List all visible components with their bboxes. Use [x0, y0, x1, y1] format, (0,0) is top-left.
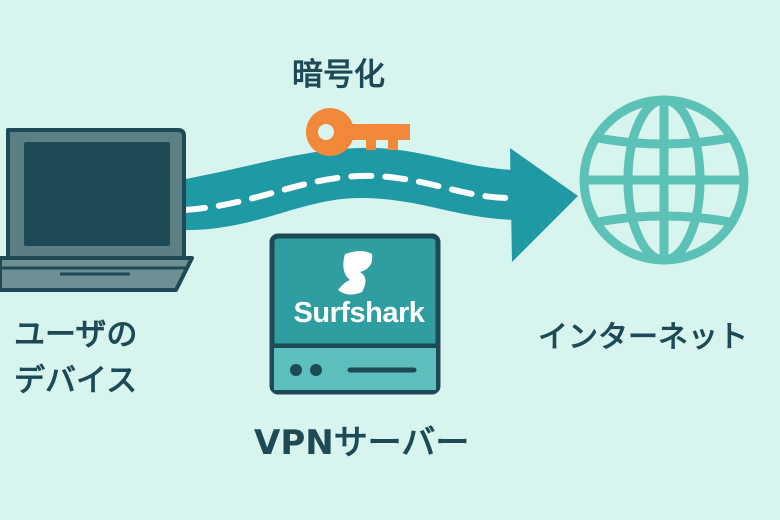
server-led [290, 364, 302, 376]
surfshark-brand-text: Surfshark [293, 297, 425, 329]
internet-label: インターネット [538, 320, 748, 355]
tunnel-arrowhead [510, 148, 578, 262]
encryption-label: 暗号化 [292, 57, 385, 93]
vpn-server-label: VPNサーバー [254, 423, 470, 463]
user-device-label-line1: ユーザの [14, 317, 138, 353]
server-led [310, 364, 322, 376]
globe-icon [579, 95, 749, 265]
encrypted-tunnel [180, 147, 578, 262]
tunnel-dashes [182, 172, 513, 213]
user-device-label: ユーザの デバイス [14, 312, 184, 404]
tunnel-band [180, 147, 515, 231]
user-device-label-line2: デバイス [14, 363, 138, 399]
surfshark-logo-icon [338, 251, 373, 295]
key-icon [306, 108, 410, 156]
laptop-icon [0, 128, 194, 292]
server-icon [269, 233, 441, 395]
